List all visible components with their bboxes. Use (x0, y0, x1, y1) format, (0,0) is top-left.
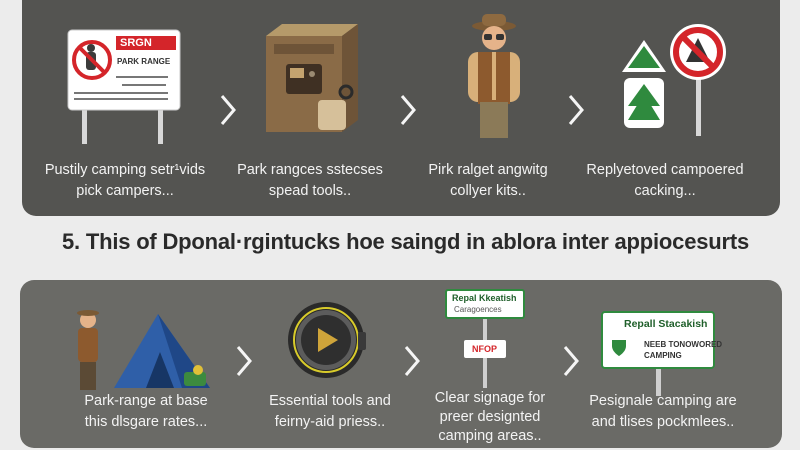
chevron-right-icon (234, 344, 254, 378)
chevron-right-icon (566, 93, 586, 127)
caption-line: Replyetoved campoered (586, 162, 744, 178)
caption-line: camping areas.. (438, 428, 542, 444)
caption-line: preer designted (439, 409, 541, 425)
signpost-top-line-2: Caragoences (454, 305, 502, 314)
signpost-icon (444, 282, 528, 388)
chevron-right-icon (561, 344, 581, 378)
toolkit-reel-icon (284, 298, 368, 384)
park-ranger-icon (458, 12, 530, 138)
caption-line: pick campers... (76, 183, 174, 199)
top-step-3-caption: Pirk ralget angwitg collyer kits.. (403, 160, 573, 202)
tree-and-prohibition-signs-icon (614, 20, 734, 136)
caption-line: Pustily camping setr¹vids (44, 162, 206, 178)
caption-line: Essential tools and (269, 393, 391, 409)
top-step-1-caption: Pustily camping setr¹vids pick campers..… (40, 160, 210, 202)
section-headline: 5. This of Dponal·rgintucks hoe saingd i… (62, 229, 750, 254)
signpost-top-line-1: Repal Kkeatish (452, 293, 517, 303)
ranger-with-tent-icon (74, 304, 220, 392)
caption-line: Park-range at base (84, 393, 208, 409)
caption-line: collyer kits.. (450, 183, 526, 199)
sign-title: SRGN (120, 37, 152, 49)
no-camping-sign-icon (66, 28, 182, 144)
caption-line: Pesignale camping are (589, 393, 737, 409)
top-step-2-caption: Park rangces sstecses spead tools.. (225, 160, 395, 202)
ranger-equipment-box-icon (262, 16, 362, 134)
camping-sign-body-1: NEEB TONOWORED (644, 340, 723, 349)
caption-line: feirny-aid priess.. (274, 414, 386, 430)
caption-line: cacking... (634, 183, 696, 199)
top-step-4-caption: Replyetoved campoered cacking... (580, 160, 750, 202)
caption-line: Park rangces sstecses (237, 162, 383, 178)
camping-sign-body-2: CAMPING (644, 351, 682, 360)
bottom-step-2-caption: Essential tools and feirny-aid priess.. (245, 391, 415, 433)
sign-subtitle: PARK RANGE (117, 57, 171, 66)
chevron-right-icon (218, 93, 238, 127)
signpost-mid-label: NFOP (472, 344, 498, 354)
caption-line: Pirk ralget angwitg (428, 162, 548, 178)
bottom-step-1-caption: Park-range at base this dlsgare rates... (66, 391, 226, 433)
bottom-step-4-caption: Pesignale camping are and tlises pockmle… (578, 391, 748, 433)
designated-camping-sign-icon (600, 310, 716, 396)
caption-line: and tlises pockmlees.. (591, 414, 735, 430)
caption-line: this dlsgare rates... (84, 414, 208, 430)
caption-line: Clear signage for (434, 390, 546, 406)
bottom-step-3-caption: Clear signage for preer designted campin… (410, 389, 570, 446)
camping-sign-title: Repall Stacakish (624, 318, 708, 330)
chevron-right-icon (398, 93, 418, 127)
caption-line: spead tools.. (268, 183, 352, 199)
chevron-right-icon (402, 344, 422, 378)
